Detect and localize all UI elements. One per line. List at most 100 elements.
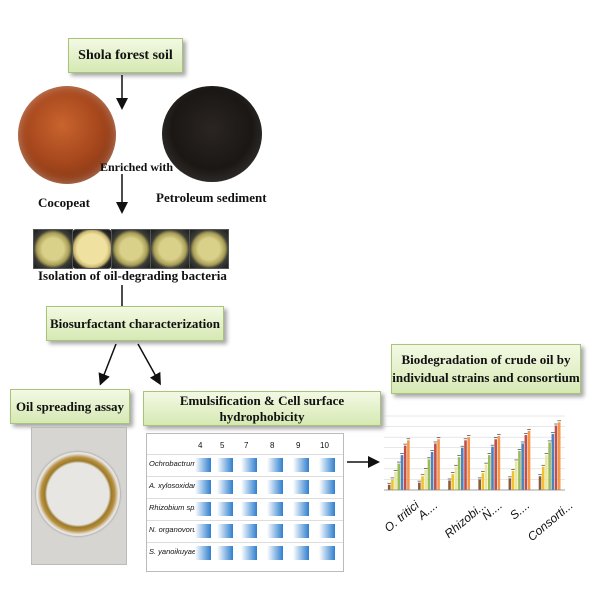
column-header: 7 (244, 441, 249, 450)
heat-cell (319, 458, 335, 472)
bar (541, 466, 545, 490)
shola-forest-soil-box: Shola forest soil (68, 38, 183, 73)
enriched-with-label: Enriched with (100, 160, 174, 174)
biodegradation-label-line1: Biodegradation of crude oil by (401, 352, 571, 367)
heat-cell (293, 480, 309, 494)
bar (524, 435, 528, 490)
bar (437, 439, 440, 490)
bar (521, 443, 524, 490)
petri-plate-4 (150, 229, 190, 269)
heat-cell (195, 480, 211, 494)
bar (451, 474, 455, 490)
table-row: Ochrobactrum sp. (147, 454, 343, 475)
heat-cell (241, 458, 257, 472)
bar (394, 472, 397, 490)
bar (494, 439, 497, 490)
table-row: N. organovorum (147, 520, 343, 541)
bar (545, 455, 548, 490)
bar (551, 433, 555, 490)
table-row: S. yanoikuyae (147, 542, 343, 563)
bar (538, 476, 542, 490)
petri-plate-2 (72, 229, 112, 269)
bar (548, 442, 551, 490)
bar (511, 470, 515, 490)
bar (391, 479, 394, 490)
bar (424, 469, 428, 490)
petroleum-sediment-image (162, 86, 262, 182)
heat-cell (217, 480, 233, 494)
arrow-to-oil-spreading (98, 343, 117, 386)
bar (481, 473, 485, 490)
heat-cell (217, 524, 233, 538)
bar (407, 440, 410, 490)
bar (427, 459, 431, 490)
bar (487, 455, 491, 490)
isolation-label: Isolation of oil-degrading bacteria (38, 268, 227, 283)
bar (478, 479, 481, 490)
oil-spreading-assay-box: Oil spreading assay (10, 389, 130, 424)
heat-cell (267, 502, 283, 516)
heat-cell (319, 480, 335, 494)
table-row: A. xylosoxidans (147, 476, 343, 497)
petri-plate-5 (189, 229, 229, 269)
petri-dish (36, 452, 120, 536)
heat-cell (241, 480, 257, 494)
heat-cell (217, 458, 233, 472)
heat-cell (293, 502, 309, 516)
bar (397, 463, 401, 490)
hydrophobicity-table: Ochrobactrum sp. A. xylosoxidans Rhizobi… (146, 433, 344, 572)
column-header: 9 (296, 441, 301, 450)
biosurfactant-characterization-box: Biosurfactant characterization (46, 306, 224, 341)
heat-cell (293, 524, 309, 538)
biodegradation-bar-chart (384, 415, 565, 491)
biosurfactant-characterization-label: Biosurfactant characterization (49, 315, 221, 331)
bar (387, 484, 391, 490)
heat-cell (293, 546, 309, 560)
cocopeat-image (18, 86, 116, 184)
bar (461, 447, 464, 490)
bar (491, 446, 494, 490)
heat-cell (241, 524, 257, 538)
heat-cell (319, 524, 335, 538)
column-header: 8 (270, 441, 275, 450)
petri-plate-3 (111, 229, 151, 269)
bar (464, 440, 467, 490)
oil-spreading-assay-photo (31, 427, 127, 565)
biodegradation-box: Biodegradation of crude oil by individua… (391, 344, 581, 394)
heat-cell (195, 458, 211, 472)
petri-plate-1 (33, 229, 73, 269)
bar (448, 480, 451, 490)
row-label-xylosoxidans: A. xylosoxidans (149, 481, 202, 490)
bar (554, 425, 558, 490)
bar (484, 464, 488, 490)
heat-cell (217, 502, 233, 516)
bar (403, 445, 407, 490)
shola-forest-soil-label: Shola forest soil (78, 47, 173, 63)
table-row: Rhizobium sp. (147, 498, 343, 519)
column-header: 5 (220, 441, 225, 450)
bar (457, 457, 461, 490)
bar (454, 466, 458, 490)
oil-spreading-assay-label: Oil spreading assay (15, 398, 125, 414)
heat-cell (241, 546, 257, 560)
heat-cell (267, 480, 283, 494)
bar (497, 436, 501, 490)
row-label-yanoikuyae: S. yanoikuyae (149, 547, 197, 556)
emulsification-box: Emulsification & Cell surface hydrophobi… (143, 391, 381, 426)
heat-cell (319, 546, 335, 560)
bar (430, 451, 434, 490)
bar (508, 478, 512, 490)
row-label-rhizobium: Rhizobium sp. (149, 503, 197, 512)
row-label-ochrobactrum: Ochrobactrum sp. (149, 459, 209, 468)
heat-cell (267, 458, 283, 472)
heat-cell (293, 458, 309, 472)
heat-cell (195, 502, 211, 516)
bar (527, 430, 531, 490)
bar (557, 422, 561, 490)
heat-cell (267, 524, 283, 538)
row-label-organovorum: N. organovorum (149, 525, 203, 534)
column-header: 4 (198, 441, 203, 450)
column-header: 10 (320, 441, 329, 450)
heat-cell (195, 524, 211, 538)
